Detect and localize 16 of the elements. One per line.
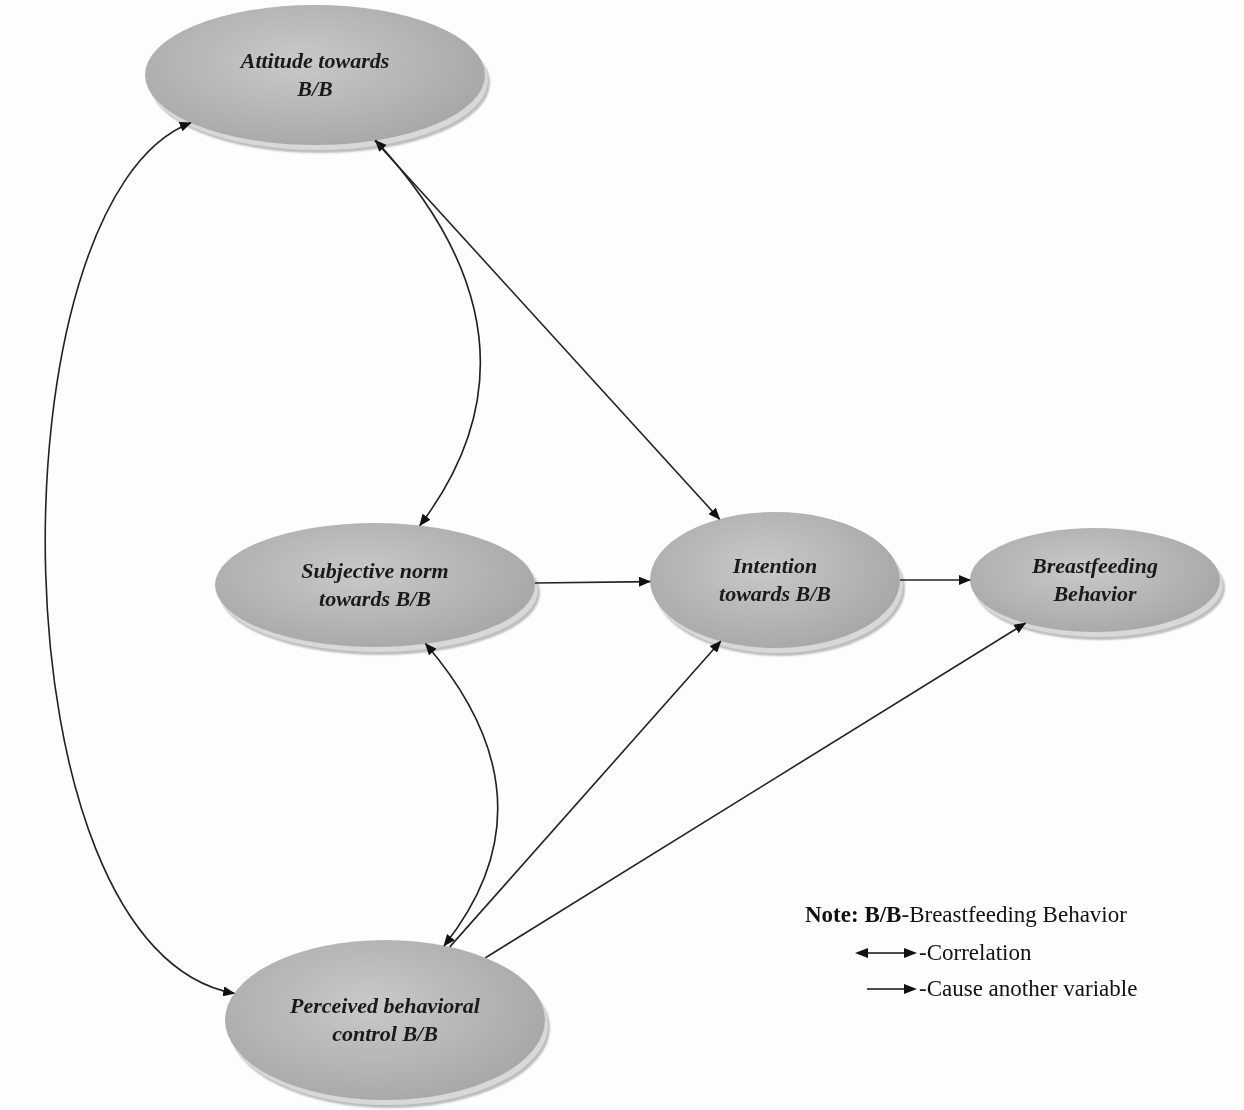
arrow — [534, 576, 651, 587]
correlation-arrow — [374, 139, 482, 527]
correlation-arrow — [424, 643, 499, 947]
correlation-arrow — [44, 122, 236, 995]
arrow — [484, 622, 1027, 959]
legend-text: -Cause another variable — [919, 976, 1138, 1002]
arrow — [373, 139, 721, 520]
note-text: Note: B/B-Breastfeeding Behavior — [805, 902, 1127, 928]
node-label: Attitude towards B/B — [238, 47, 391, 103]
legend-text: -Correlation — [919, 940, 1032, 966]
node-label: Intention towards B/B — [718, 552, 832, 608]
arrow — [449, 640, 722, 948]
arrow — [899, 575, 971, 585]
node-label: Subjective norm towards B/B — [300, 557, 450, 613]
node-label: Perceived behavioral control B/B — [290, 992, 480, 1048]
node-label: Breastfeeding Behavior — [1031, 552, 1159, 608]
